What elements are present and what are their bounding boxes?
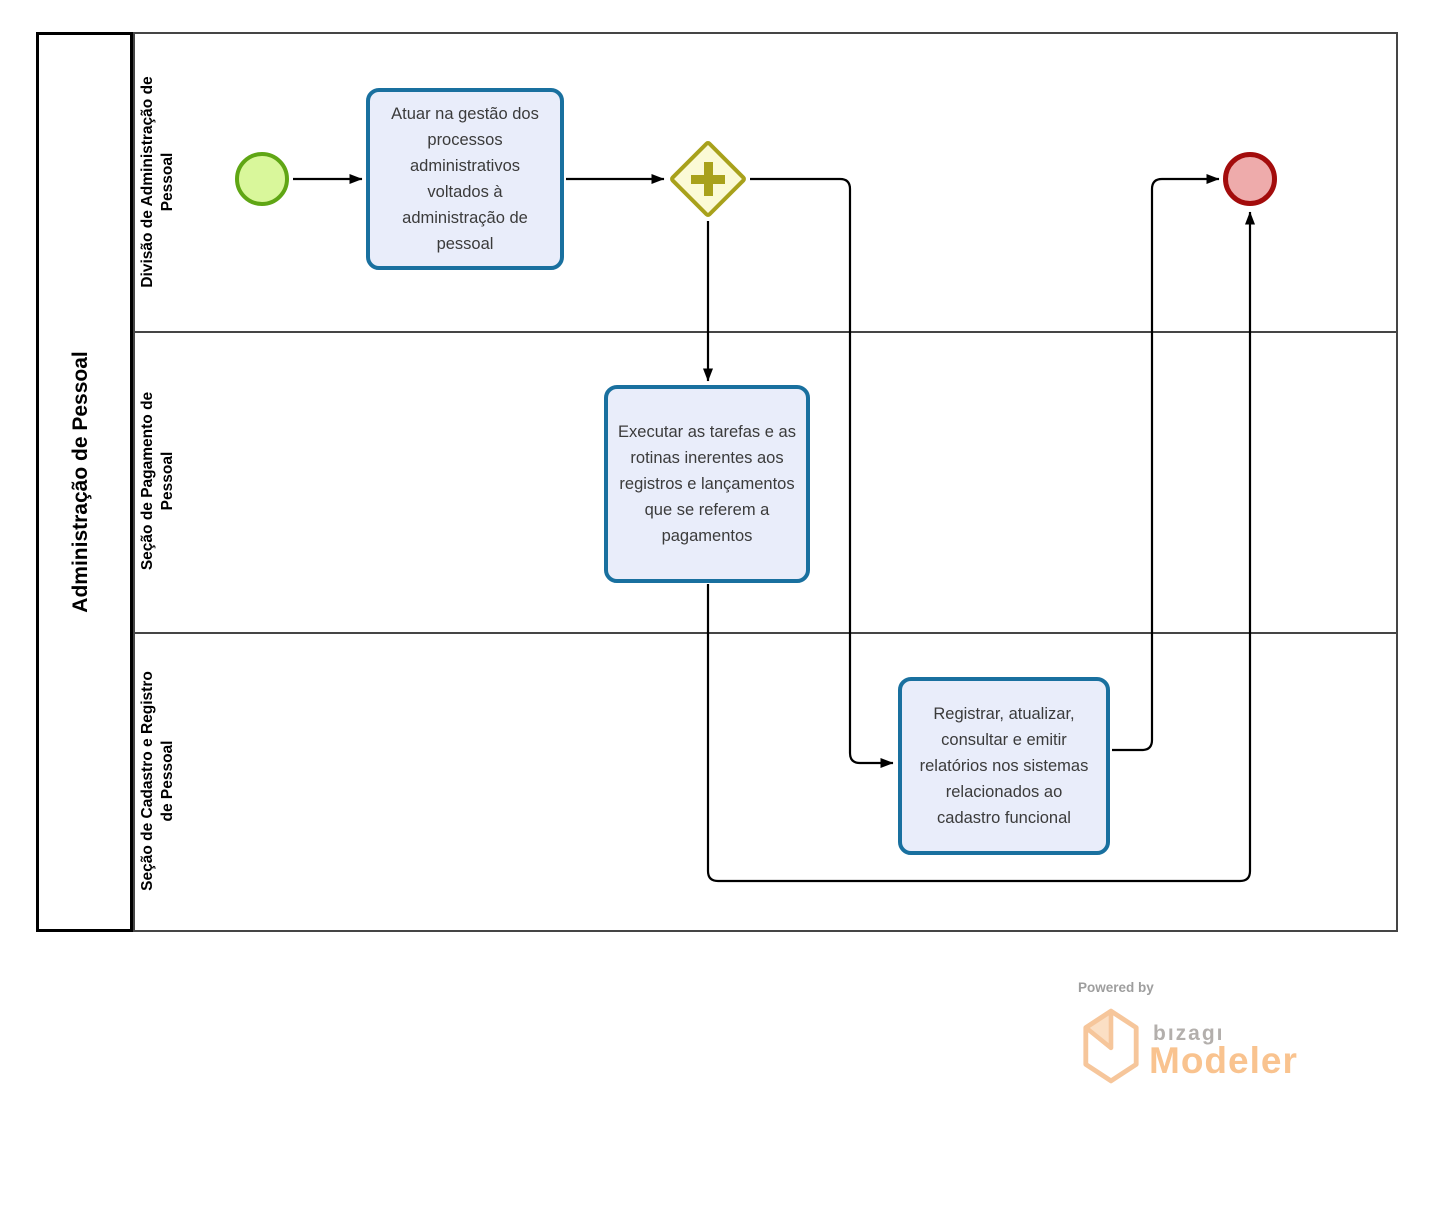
start-event [235, 152, 289, 206]
task-executar-tarefas: Executar as tarefas e as rotinas inerent… [604, 385, 810, 583]
pool-header-band [36, 32, 133, 932]
lane-divider [133, 331, 1398, 333]
bizagi-hexagon-box-icon [1083, 1008, 1139, 1084]
powered-by-label: Powered by [1078, 980, 1154, 995]
end-event [1223, 152, 1277, 206]
flow-task3-to-end [1112, 174, 1220, 752]
bizagi-brand: bızagı [1153, 1022, 1225, 1045]
plus-icon [690, 161, 726, 197]
task-atuar-na-gestao: Atuar na gestão dos processos administra… [366, 88, 564, 270]
modeler-wordmark: Modeler [1149, 1040, 1298, 1081]
flow-gateway-to-task3 [750, 177, 894, 768]
task-registrar-atualizar: Registrar, atualizar, consultar e emitir… [898, 677, 1110, 855]
plus-icon-bar [704, 162, 713, 196]
lane-divider [133, 632, 1398, 634]
flow-task2-to-end [706, 211, 1255, 883]
